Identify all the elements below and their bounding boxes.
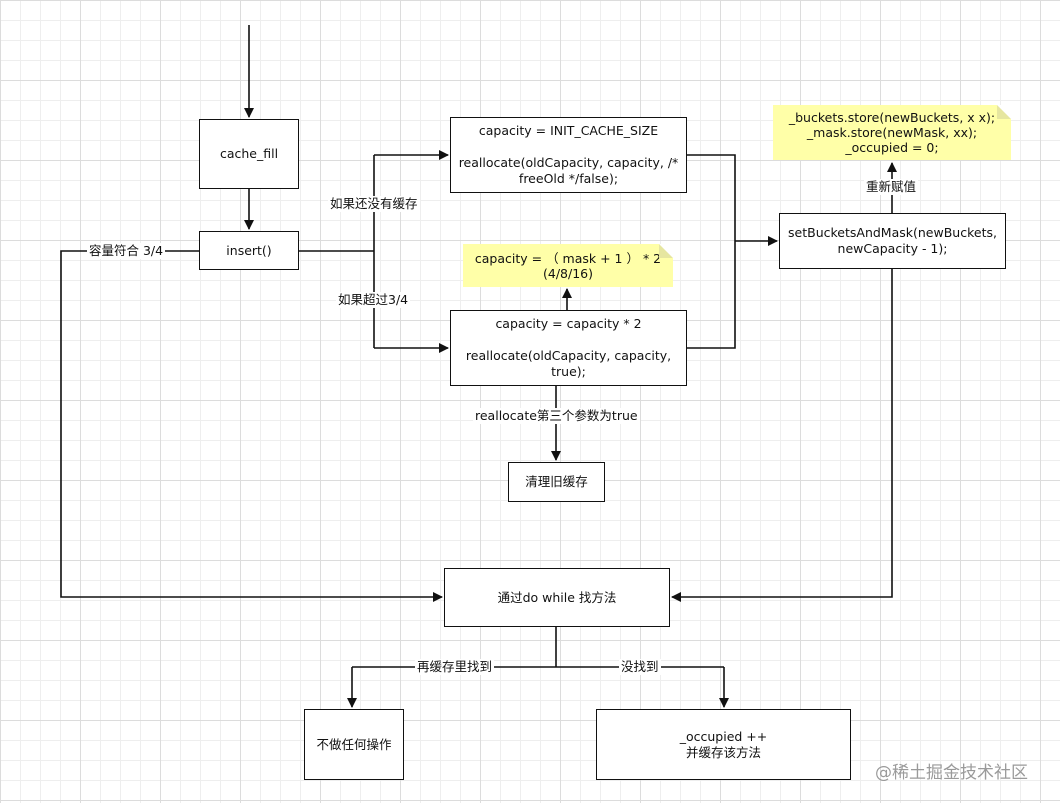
double-line-4: true); xyxy=(551,364,586,379)
occupied-line-1: _occupied ++ xyxy=(679,728,768,744)
capacity-note-fold xyxy=(659,244,673,258)
buckets-note-line-3: _occupied = 0; xyxy=(845,140,939,155)
label-reassign: 重新赋值 xyxy=(864,179,919,195)
set-line-1: setBucketsAndMask(newBuckets, xyxy=(788,225,997,240)
no-op-node: 不做任何操作 xyxy=(304,709,404,780)
buckets-note-fold xyxy=(997,105,1011,119)
double-line-2 xyxy=(567,332,571,348)
label-third-param: reallocate第三个参数为true xyxy=(473,408,640,424)
insert-label: insert() xyxy=(226,242,272,258)
watermark: @稀土掘金技术社区 xyxy=(875,763,1028,783)
label-within-threshold: 容量符合 3/4 xyxy=(87,243,166,259)
label-no-cache: 如果还没有缓存 xyxy=(328,196,420,212)
double-line-1: capacity = capacity * 2 xyxy=(495,316,642,331)
capacity-formula-note: capacity = （ mask + 1 ） * 2 (4/8/16) xyxy=(463,244,673,287)
label-found-in-cache: 再缓存里找到 xyxy=(415,659,495,675)
edge-set-search xyxy=(671,269,893,602)
double-line-3: reallocate(oldCapacity, capacity, xyxy=(465,348,672,363)
buckets-store-note: _buckets.store(newBuckets, x x); _mask.s… xyxy=(773,105,1011,160)
clear-label: 清理旧缓存 xyxy=(525,474,588,489)
clear-old-cache-node: 清理旧缓存 xyxy=(508,462,605,502)
set-buckets-node: setBucketsAndMask(newBuckets, newCapacit… xyxy=(779,213,1006,269)
init-line-4: freeOld */false); xyxy=(518,171,619,186)
no-op-label: 不做任何操作 xyxy=(316,736,392,752)
buckets-note-line-1: _buckets.store(newBuckets, x x); xyxy=(788,110,996,125)
edge-init-merge xyxy=(687,154,736,349)
set-line-2: newCapacity - 1); xyxy=(837,241,948,256)
search-label: 通过do while 找方法 xyxy=(497,589,617,605)
insert-node: insert() xyxy=(199,231,299,270)
capacity-note-line-1: capacity = （ mask + 1 ） * 2 xyxy=(474,250,662,266)
cache-fill-node: cache_fill xyxy=(199,119,299,189)
label-not-found: 没找到 xyxy=(619,659,661,675)
init-line-1: capacity = INIT_CACHE_SIZE xyxy=(478,123,659,138)
occupied-line-2: 并缓存该方法 xyxy=(685,744,761,760)
search-method-node: 通过do while 找方法 xyxy=(444,568,670,627)
double-capacity-node: capacity = capacity * 2 reallocate(oldCa… xyxy=(450,310,687,386)
buckets-note-line-2: _mask.store(newMask, xx); xyxy=(806,125,978,140)
init-cache-node: capacity = INIT_CACHE_SIZE reallocate(ol… xyxy=(450,117,687,193)
init-line-3: reallocate(oldCapacity, capacity, /* xyxy=(458,155,679,170)
init-line-2 xyxy=(567,139,571,155)
capacity-note-line-2: (4/8/16) xyxy=(543,265,593,281)
cache-fill-label: cache_fill xyxy=(219,146,279,161)
label-over-threshold: 如果超过3/4 xyxy=(336,292,411,308)
occupied-increment-node: _occupied ++ 并缓存该方法 xyxy=(596,709,851,780)
